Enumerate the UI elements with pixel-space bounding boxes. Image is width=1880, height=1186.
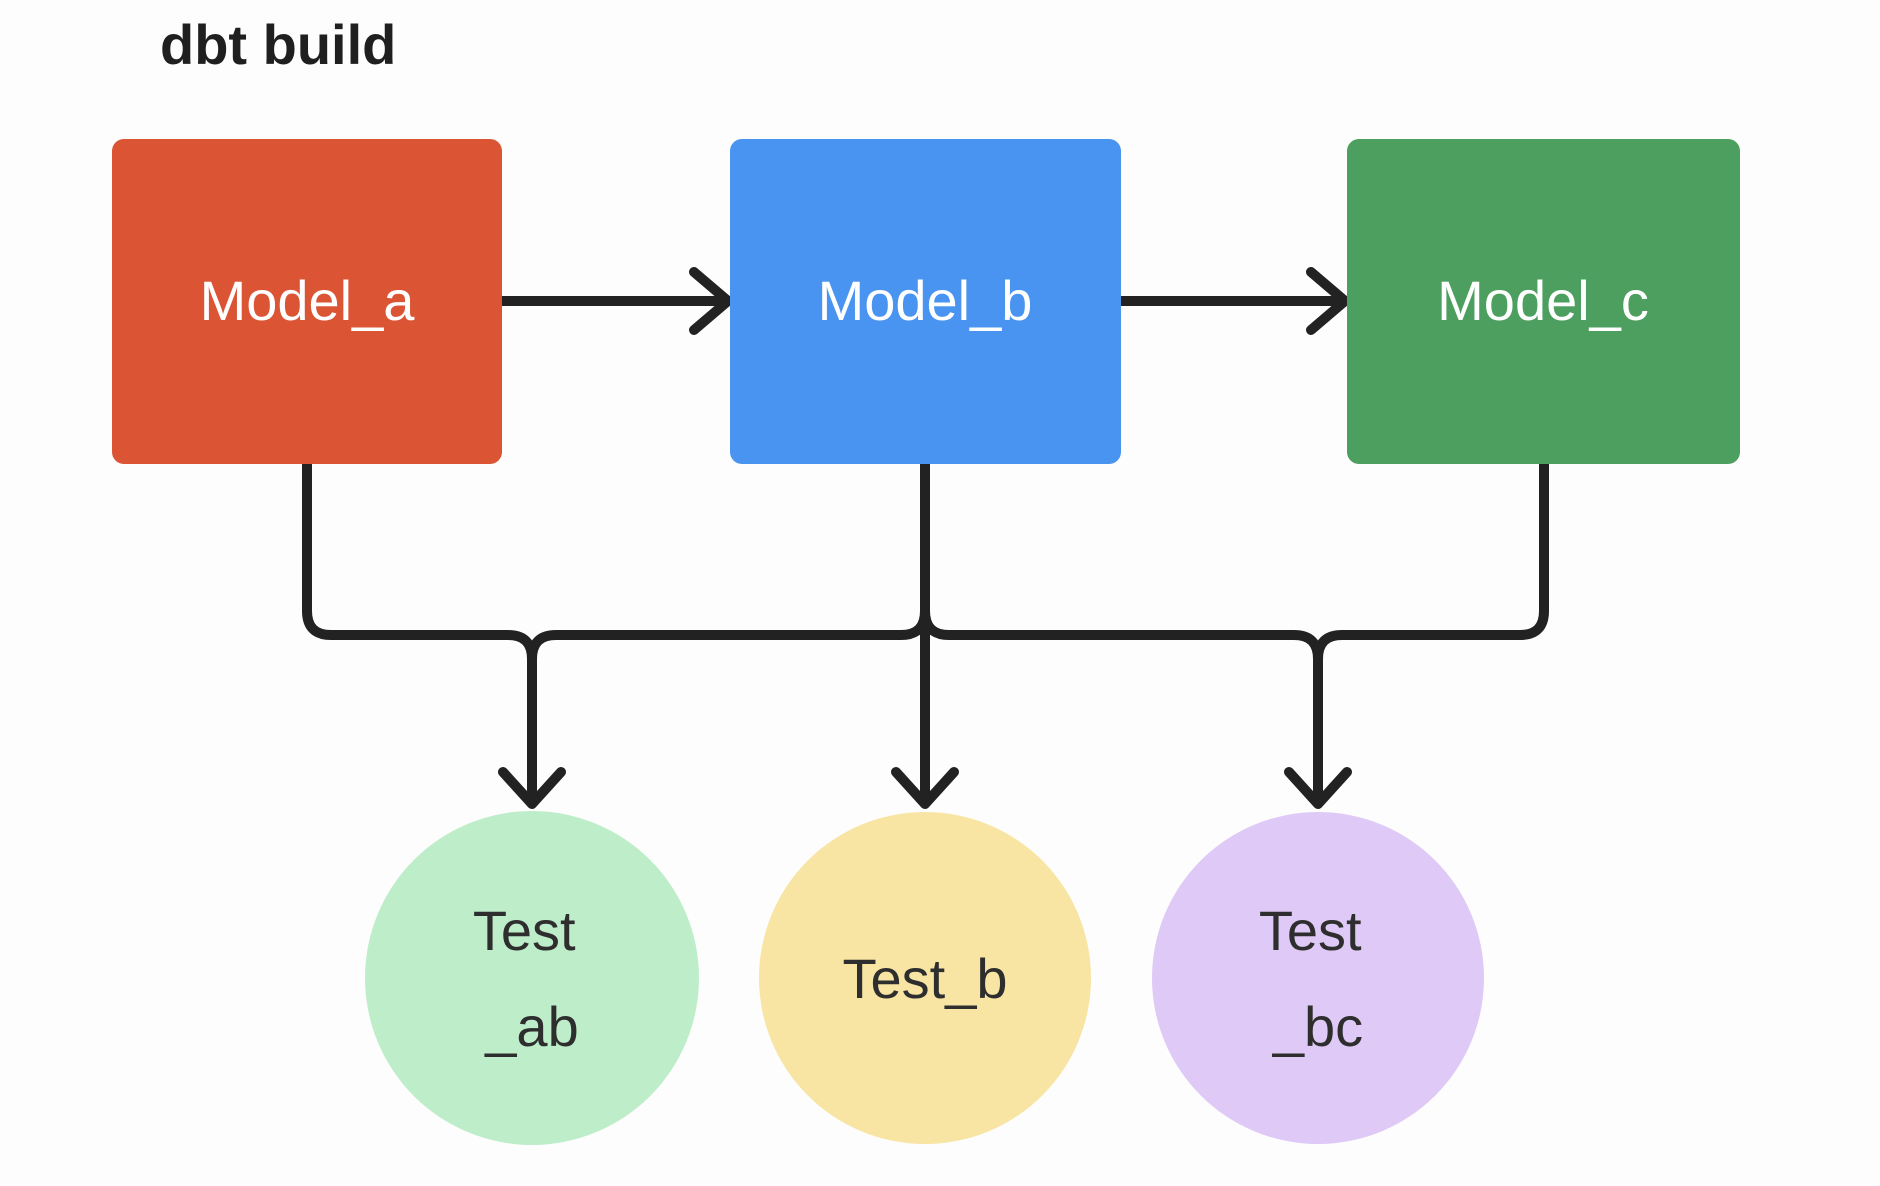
node-model-a[interactable] xyxy=(112,139,502,464)
node-model-c-label: Model_c xyxy=(1437,269,1649,332)
node-test-b[interactable] xyxy=(759,812,1091,1144)
node-model-a-label: Model_a xyxy=(200,269,416,332)
node-group-test-bc: Test _bc xyxy=(1152,812,1484,1144)
node-model-c[interactable] xyxy=(1347,139,1740,464)
node-test-ab[interactable] xyxy=(365,811,699,1145)
edge-model-b-to-model-c xyxy=(1116,267,1350,335)
edge-model-a-to-model-b xyxy=(497,267,733,335)
node-test-bc-label-line2: _bc xyxy=(1272,995,1363,1058)
node-test-ab-label-line2: _ab xyxy=(484,995,578,1058)
node-model-b[interactable] xyxy=(730,139,1121,464)
node-test-ab-label-line1: Test xyxy=(473,899,576,962)
diagram-title: dbt build xyxy=(160,13,396,76)
node-test-bc-label: Test _bc xyxy=(1259,899,1377,1058)
node-test-bc[interactable] xyxy=(1152,812,1484,1144)
node-test-b-label: Test_b xyxy=(843,947,1008,1010)
node-group-model-c: Model_c xyxy=(1347,139,1740,464)
node-group-test-b: Test_b xyxy=(759,812,1091,1144)
edge-model-c-to-test-bc xyxy=(1284,459,1549,809)
node-group-model-b: Model_b xyxy=(730,139,1121,464)
node-model-b-label: Model_b xyxy=(818,269,1033,332)
node-test-ab-label: Test _ab xyxy=(473,899,591,1058)
node-group-test-ab: Test _ab xyxy=(365,811,699,1145)
node-test-bc-label-line1: Test xyxy=(1259,899,1362,962)
edge-model-b-to-test-b xyxy=(891,459,959,809)
node-group-model-a: Model_a xyxy=(112,139,502,464)
